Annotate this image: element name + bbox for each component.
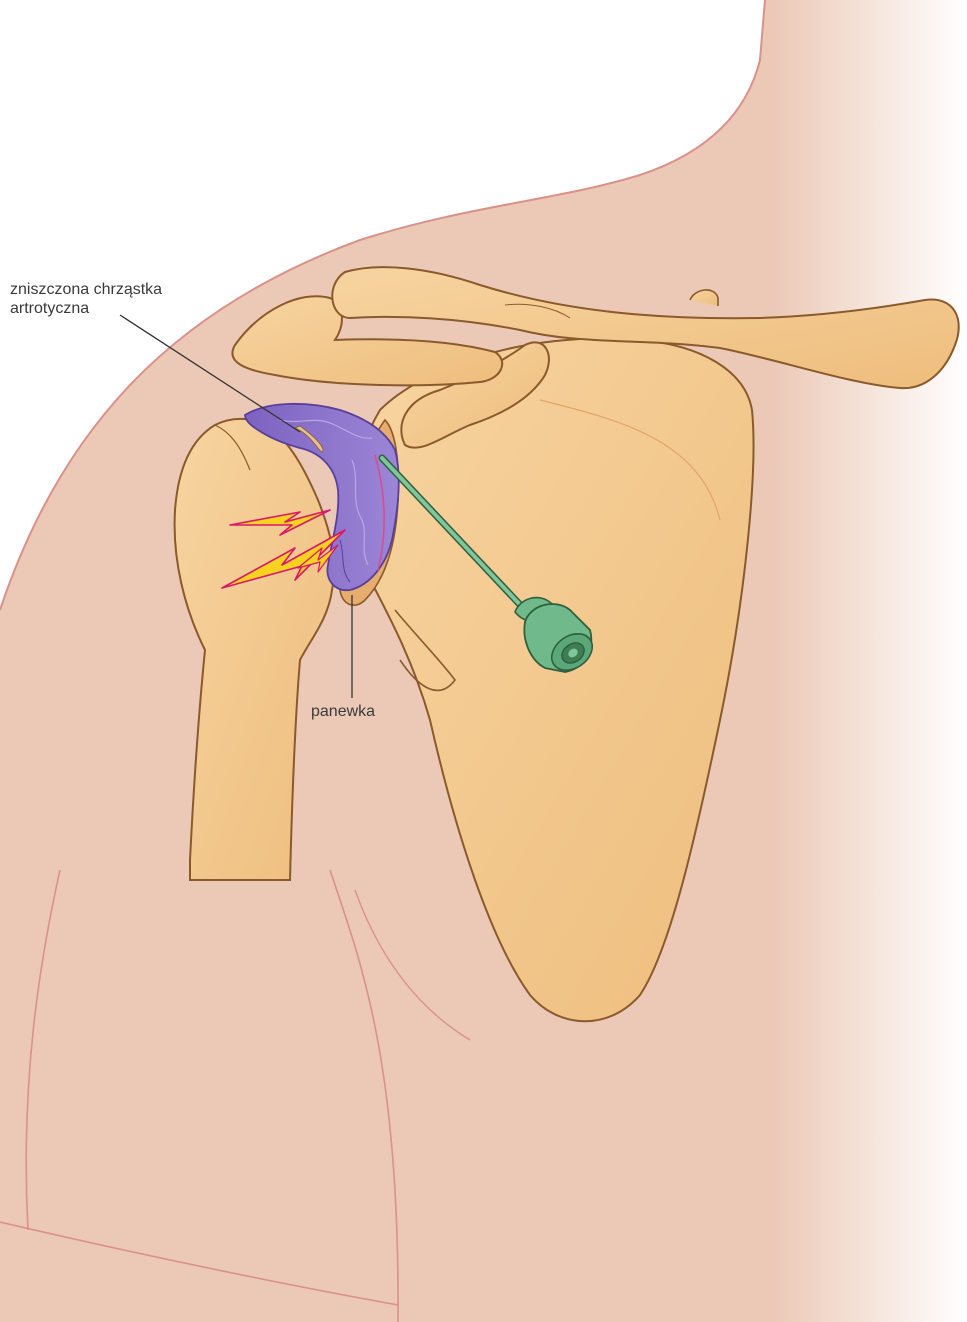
damaged-cartilage-label: zniszczona chrząstka artrotyczna xyxy=(10,280,162,318)
damaged-cartilage-label-line2: artrotyczna xyxy=(10,299,162,318)
damaged-cartilage-label-line1: zniszczona chrząstka xyxy=(10,280,162,299)
glenoid-label: panewka xyxy=(311,702,375,721)
